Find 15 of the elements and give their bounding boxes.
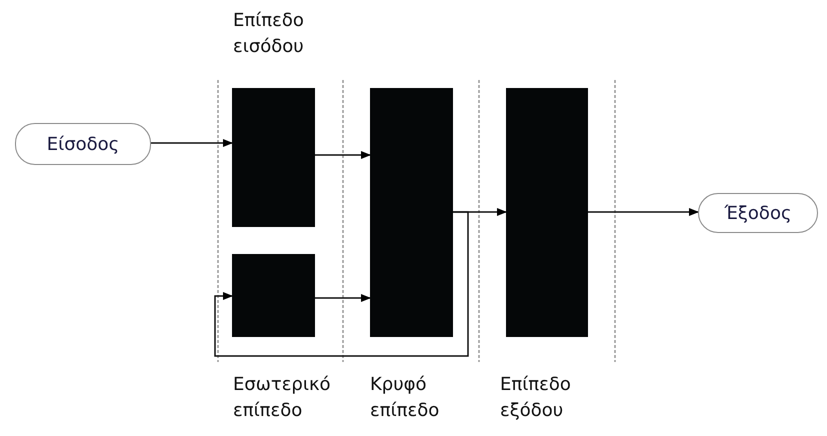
arrow	[588, 208, 699, 216]
layer-label: Επίπεδο εξόδου	[500, 373, 572, 423]
layer-label: Εσωτερικό επίπεδο	[233, 373, 332, 423]
layer-block	[370, 88, 453, 337]
layer-block	[232, 254, 315, 337]
terminal-pill: Έξοδος	[698, 193, 818, 233]
arrow	[315, 151, 371, 159]
layer-block	[232, 88, 315, 227]
arrow	[315, 294, 371, 302]
arrow	[214, 211, 469, 357]
terminal-pill: Είσοδος	[15, 123, 151, 165]
layer-label: Επίπεδο εισόδου	[233, 9, 305, 59]
layer-label: Κρυφό επίπεδο	[370, 373, 440, 423]
layer-block	[506, 88, 588, 337]
arrow	[151, 139, 233, 147]
